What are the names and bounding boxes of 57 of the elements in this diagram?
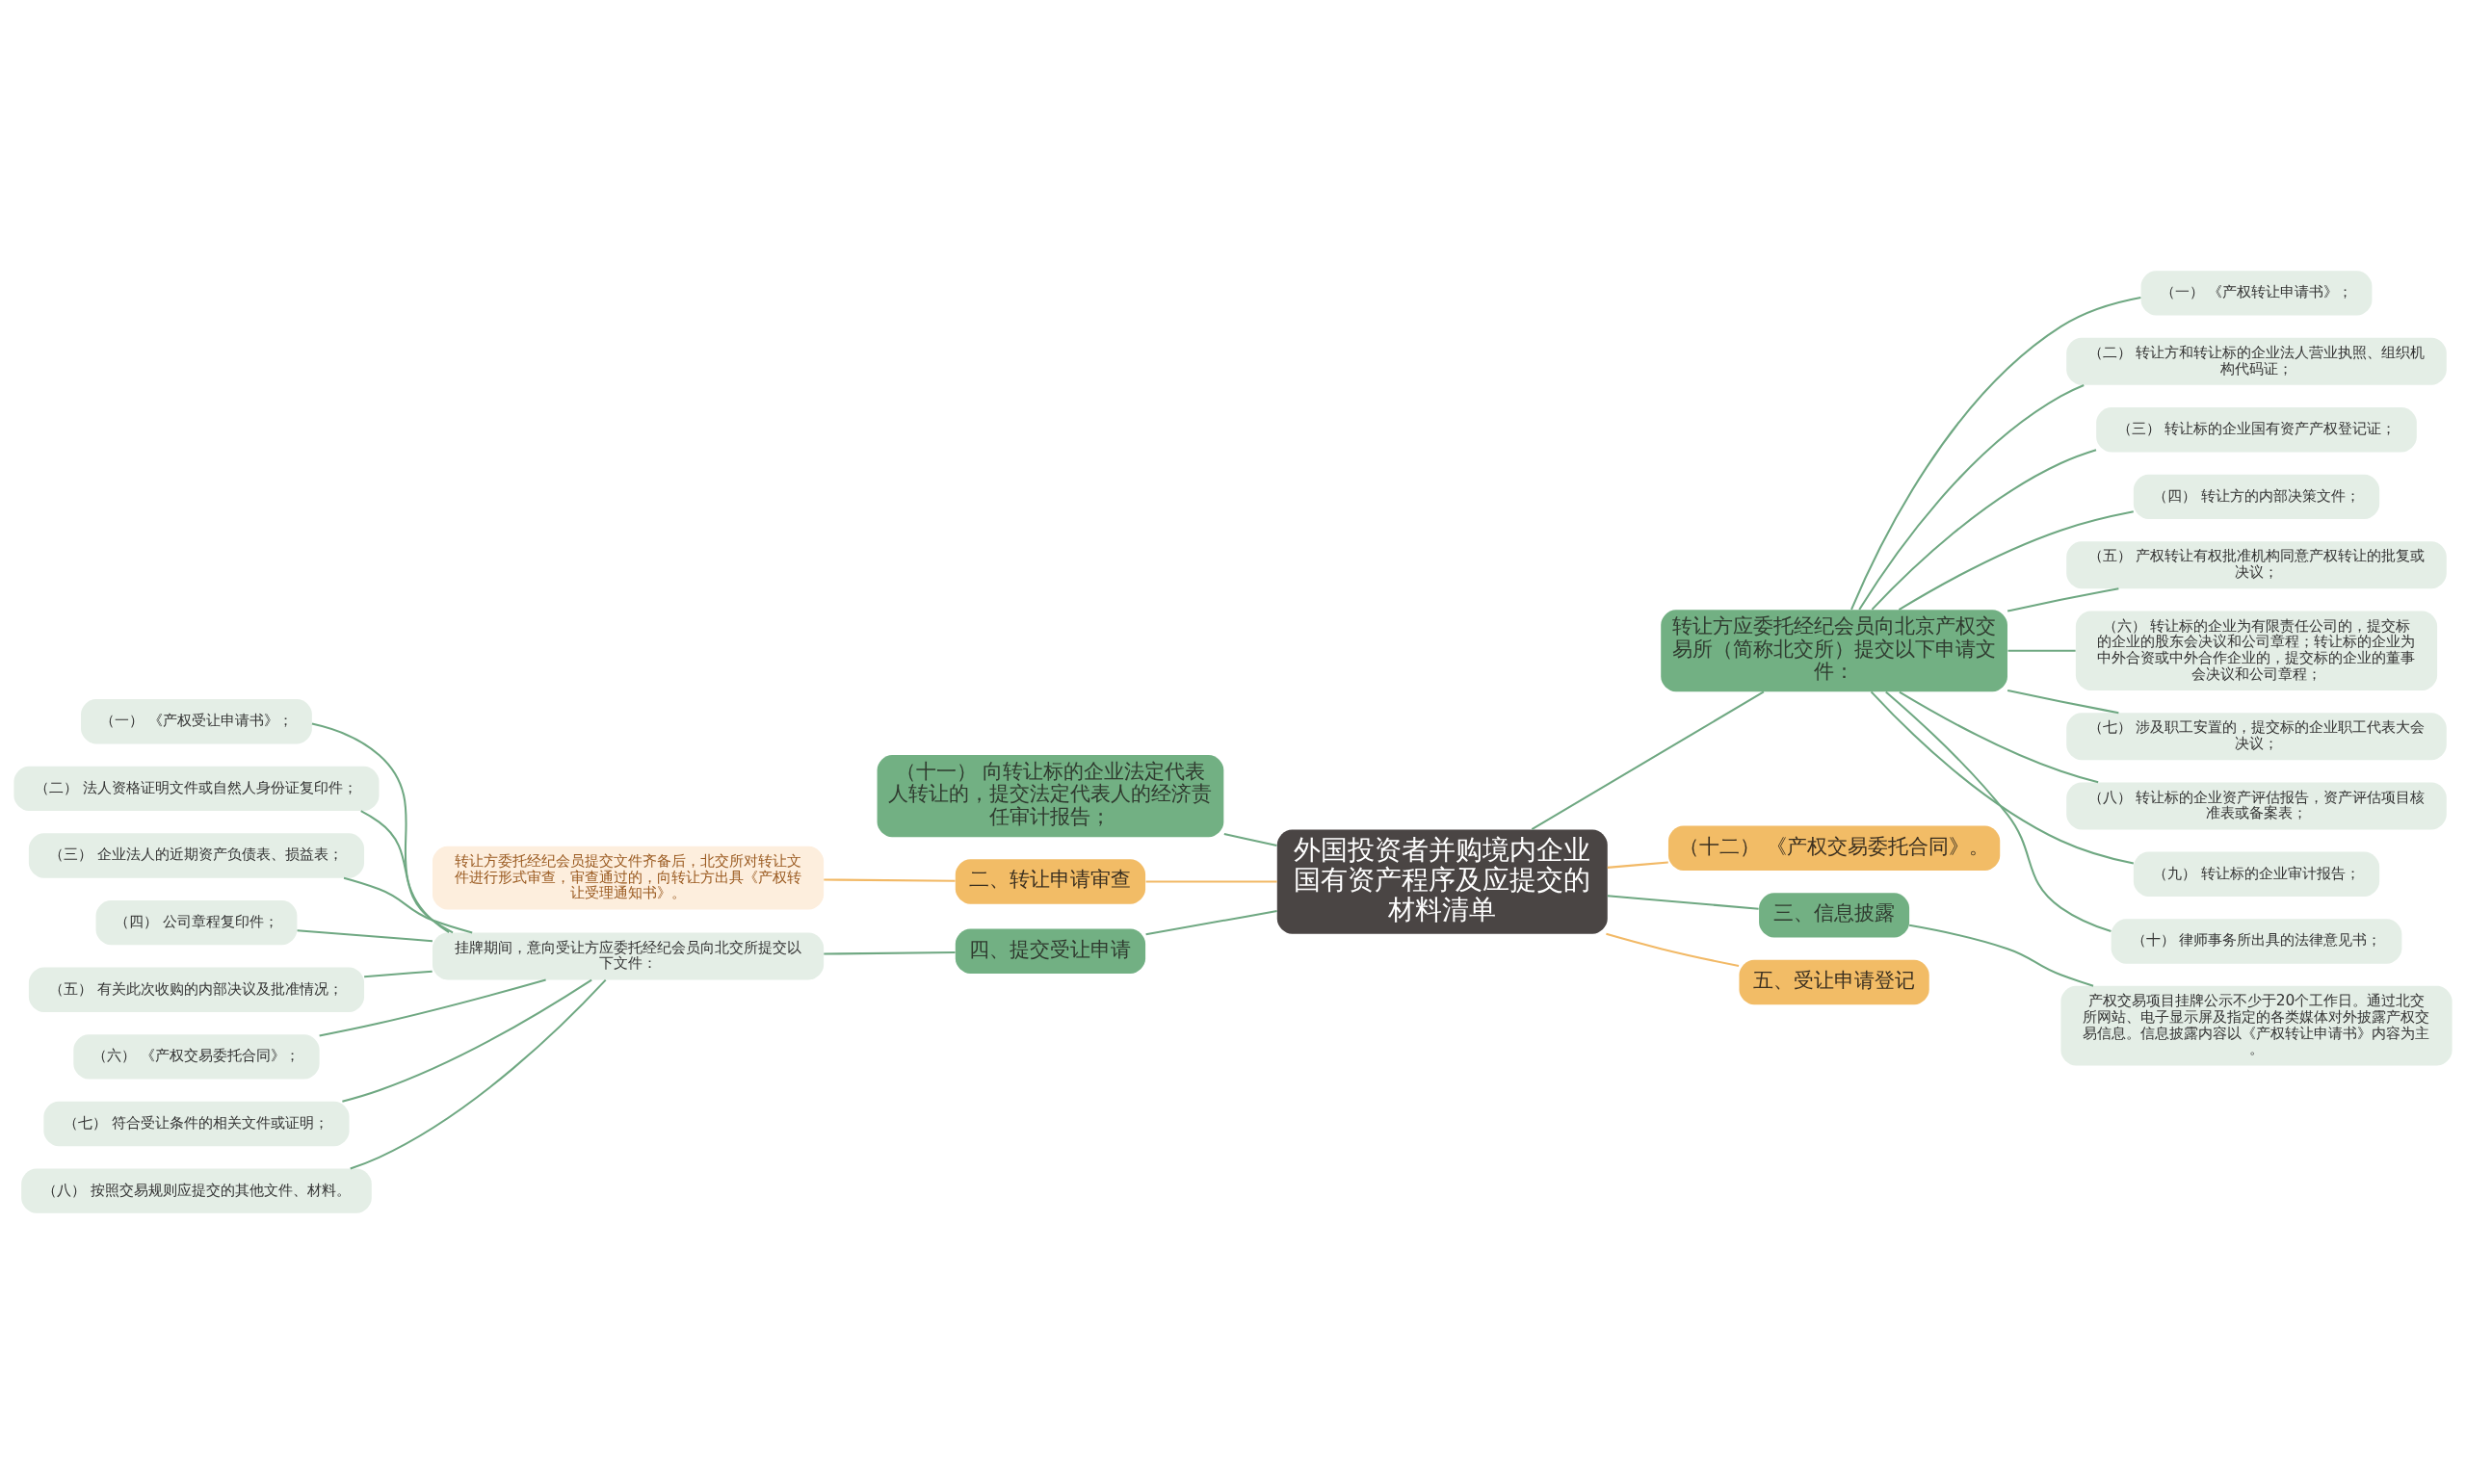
node-box: 二、转让申请审查 [955, 859, 1146, 904]
connector [342, 978, 592, 1103]
connector [2007, 689, 2119, 715]
connector [1607, 895, 1759, 910]
node-box: （七） 涉及职工安置的，提交标的企业职工代表大会决议； [2066, 713, 2447, 761]
node-box: （二） 转让方和转让标的企业法人营业执照、组织机构代码证； [2066, 337, 2447, 385]
node-box: （二） 法人资格证明文件或自然人身份证复印件； [13, 766, 380, 812]
node-box: 转让方委托经纪会员提交文件齐备后，北交所对转让文件进行形式审查，审查通过的，向转让方出具《产权转让受理通知书》。 [432, 846, 825, 910]
node-box: （三） 企业法人的近期资产负债表、损益表； [28, 833, 365, 878]
node-box: 转让方应委托经纪会员向北京产权交易所（简称北交所）提交以下申请文件： [1661, 610, 2007, 692]
node-box: （五） 产权转让有权批准机构同意产权转让的批复或决议； [2066, 541, 2447, 589]
connector [297, 929, 433, 943]
connector [824, 878, 956, 882]
connector [364, 970, 433, 978]
node-box: （六） 《产权交易委托合同》； [73, 1034, 320, 1080]
connector [311, 722, 450, 934]
connector [1871, 449, 2097, 611]
connector [2007, 587, 2119, 612]
node-box: （一） 《产权受让申请书》； [81, 699, 312, 744]
connector [1223, 833, 1277, 847]
connector [824, 950, 956, 955]
node-box: 三、信息披露 [1759, 893, 1910, 938]
node-box: （七） 符合受让条件的相关文件或证明； [43, 1101, 350, 1147]
node-box: （八） 按照交易规则应提交的其他文件、材料。 [21, 1168, 372, 1213]
connector [343, 876, 473, 934]
connector [2007, 649, 2076, 652]
connector [1885, 690, 2112, 933]
node-box: （十一） 向转让标的企业法定代表人转让的，提交法定代表人的经济责任审计报告； [877, 755, 1224, 838]
connector [1850, 297, 2141, 611]
node-box: 产权交易项目挂牌公示不少于20个工作日。通过北交所网站、电子显示屏及指定的各类媒体对外披露产权交易信息。信息披露内容以《产权转让申请书》内容为主。 [2060, 985, 2453, 1066]
connector [1908, 924, 2094, 987]
connector [360, 810, 454, 934]
connector [1607, 861, 1668, 869]
node-box: （四） 公司章程复印件； [95, 899, 298, 946]
connector [1858, 384, 2085, 611]
node-box: 四、提交受让申请 [955, 928, 1146, 974]
node-box: 五、受让申请登记 [1739, 959, 1929, 1005]
connector [1606, 932, 1740, 967]
node-box: （五） 有关此次收购的内部决议及批准情况； [28, 967, 365, 1012]
node-box: （四） 转让方的内部决策文件； [2133, 474, 2380, 520]
connector [350, 978, 607, 1170]
node-box: （十） 律师事务所出具的法律意见书； [2111, 919, 2402, 964]
connector [319, 978, 546, 1037]
connector [1898, 510, 2134, 611]
connector [1899, 690, 2099, 784]
node-box: （六） 转让标的企业为有限责任公司的，提交标的企业的股东会决议和公司章程；转让标的企业为中外合资或中外合作企业的，提交标的企业的董事会决议和公司章程； [2075, 611, 2438, 690]
connector [1145, 909, 1277, 936]
node-box: （一） 《产权转让申请书》； [2140, 271, 2373, 316]
node-box: （九） 转让标的企业审计报告； [2133, 851, 2380, 898]
node-box: （三） 转让标的企业国有资产产权登记证； [2096, 407, 2417, 453]
node-box: 挂牌期间，意向受让方应委托经纪会员向北交所提交以下文件： [432, 932, 825, 980]
node-box: （十二） 《产权交易委托合同》。 [1667, 825, 2001, 871]
connector [1870, 690, 2135, 865]
connector [1531, 690, 1765, 830]
node-box: 外国投资者并购境内企业国有资产程序及应提交的材料清单 [1276, 829, 1608, 934]
node-box: （八） 转让标的企业资产评估报告，资产评估项目核准表或备案表； [2066, 782, 2447, 830]
connector [1145, 880, 1277, 883]
